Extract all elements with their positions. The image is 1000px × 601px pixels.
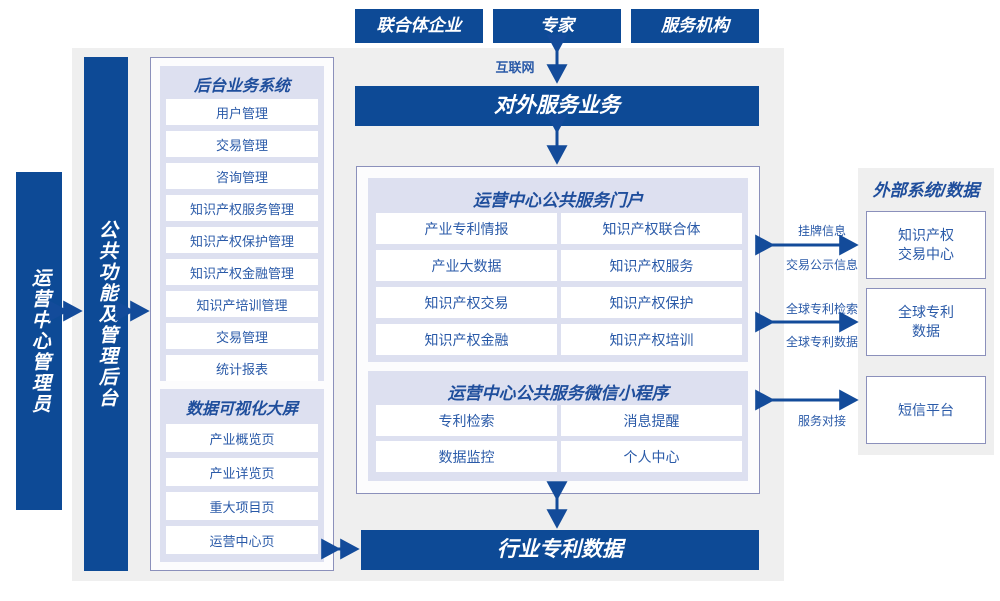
panel-title-text: 数据可视化大屏 bbox=[185, 401, 298, 418]
cell-label: 交易管理 bbox=[215, 329, 268, 345]
backend-item-consultation-management[interactable]: 咨询管理 bbox=[166, 163, 318, 189]
cell-label: 知识产权联合体 bbox=[602, 220, 701, 237]
backend-item-ip-protection-management[interactable]: 知识产权保护管理 bbox=[166, 227, 318, 253]
cell-label: 知识产权金融管理 bbox=[189, 265, 294, 281]
cell-label: 用户管理 bbox=[215, 105, 268, 121]
portal-item-ip-service[interactable]: 知识产权服务 bbox=[561, 250, 742, 281]
external-service-label: 对外服务业务 bbox=[494, 93, 620, 117]
ext-label: 全球专利数据 bbox=[898, 304, 954, 339]
cell-label: 知识产权保护管理 bbox=[189, 233, 294, 249]
flow-label-listing-info: 挂牌信息 bbox=[780, 222, 864, 239]
panel-title-text: 运营中心公共服务微信小程序 bbox=[447, 384, 669, 403]
portal-item-industry-patent-intelligence[interactable]: 产业专利情报 bbox=[376, 213, 557, 244]
cell-label: 知识产权保护 bbox=[609, 294, 694, 311]
portal-item-ip-finance[interactable]: 知识产权金融 bbox=[376, 324, 557, 355]
cell-label: 重大项目页 bbox=[209, 499, 275, 515]
portal-item-ip-transaction[interactable]: 知识产权交易 bbox=[376, 287, 557, 318]
cell-label: 产业概览页 bbox=[209, 431, 275, 447]
external-system-sms-platform[interactable]: 短信平台 bbox=[866, 376, 986, 444]
cell-label: 运营中心页 bbox=[209, 533, 275, 549]
flow-label-global-patent-search: 全球专利检索 bbox=[774, 300, 870, 317]
public-portal-title: 运营中心公共服务门户 bbox=[368, 178, 748, 211]
cell-label: 知识产权金融 bbox=[424, 331, 509, 348]
cell-label: 产业专利情报 bbox=[424, 220, 509, 237]
external-systems-title-text: 外部系统/数据 bbox=[872, 181, 980, 200]
backend-item-ip-service-management[interactable]: 知识产权服务管理 bbox=[166, 195, 318, 221]
cell-label: 产业大数据 bbox=[431, 257, 502, 274]
cell-label: 消息提醒 bbox=[623, 412, 680, 429]
miniprogram-item-message-alert[interactable]: 消息提醒 bbox=[561, 405, 742, 436]
panel-title-text: 后台业务系统 bbox=[193, 78, 290, 95]
cell-label: 知识产权交易 bbox=[424, 294, 509, 311]
internet-label-text: 互联网 bbox=[495, 60, 535, 75]
role-label: 公共功能及管理后台 bbox=[95, 219, 117, 409]
actor-expert[interactable]: 专家 bbox=[493, 9, 621, 43]
flow-label-text: 全球专利数据 bbox=[785, 335, 858, 349]
cell-label: 咨询管理 bbox=[215, 169, 268, 185]
backend-item-transaction-management[interactable]: 交易管理 bbox=[166, 131, 318, 157]
portal-item-ip-consortium[interactable]: 知识产权联合体 bbox=[561, 213, 742, 244]
visualization-item-industry-detail[interactable]: 产业详览页 bbox=[166, 458, 318, 486]
internet-connector-label: 互联网 bbox=[487, 57, 543, 76]
flow-label-text: 服务对接 bbox=[797, 414, 846, 428]
backend-business-system-title: 后台业务系统 bbox=[160, 66, 324, 96]
flow-label-service-docking: 服务对接 bbox=[782, 412, 862, 429]
data-visualization-title: 数据可视化大屏 bbox=[160, 389, 324, 419]
role-operations-center-admin[interactable]: 运营中心管理员 bbox=[16, 172, 62, 510]
portal-item-ip-training[interactable]: 知识产权培训 bbox=[561, 324, 742, 355]
actor-service-agency[interactable]: 服务机构 bbox=[631, 9, 759, 43]
flow-label-text: 全球专利检索 bbox=[785, 302, 858, 316]
ext-label: 短信平台 bbox=[898, 401, 954, 418]
cell-label: 知识产权服务管理 bbox=[189, 201, 294, 217]
actor-label: 联合体企业 bbox=[376, 16, 462, 36]
panel-title-text: 运营中心公共服务门户 bbox=[473, 191, 643, 210]
backend-item-statistical-reports[interactable]: 统计报表 bbox=[166, 355, 318, 381]
portal-item-ip-protection[interactable]: 知识产权保护 bbox=[561, 287, 742, 318]
wechat-miniprogram-title: 运营中心公共服务微信小程序 bbox=[368, 371, 748, 404]
external-systems-title: 外部系统/数据 bbox=[858, 176, 994, 201]
flow-label-global-patent-data: 全球专利数据 bbox=[774, 333, 870, 350]
cell-label: 统计报表 bbox=[215, 361, 268, 377]
miniprogram-item-data-monitoring[interactable]: 数据监控 bbox=[376, 441, 557, 472]
miniprogram-item-patent-search[interactable]: 专利检索 bbox=[376, 405, 557, 436]
visualization-item-industry-overview[interactable]: 产业概览页 bbox=[166, 424, 318, 452]
flow-label-text: 挂牌信息 bbox=[797, 224, 846, 238]
cell-label: 知识产权服务 bbox=[609, 257, 694, 274]
flow-label-transaction-disclosure: 交易公示信息 bbox=[774, 256, 870, 273]
cell-label: 数据监控 bbox=[438, 448, 495, 465]
portal-item-industry-big-data[interactable]: 产业大数据 bbox=[376, 250, 557, 281]
backend-item-transaction-management-2[interactable]: 交易管理 bbox=[166, 323, 318, 349]
role-common-functions-backend[interactable]: 公共功能及管理后台 bbox=[84, 57, 128, 571]
backend-item-ip-finance-management[interactable]: 知识产权金融管理 bbox=[166, 259, 318, 285]
industry-patent-data-bar[interactable]: 行业专利数据 bbox=[361, 530, 759, 570]
role-label: 运营中心管理员 bbox=[28, 267, 50, 415]
cell-label: 知识产权培训 bbox=[609, 331, 694, 348]
actor-label: 服务机构 bbox=[661, 16, 729, 36]
flow-label-text: 交易公示信息 bbox=[785, 258, 858, 272]
ext-label: 知识产权交易中心 bbox=[898, 227, 954, 262]
external-system-global-patent-data[interactable]: 全球专利数据 bbox=[866, 288, 986, 356]
actor-label: 专家 bbox=[540, 16, 574, 36]
cell-label: 个人中心 bbox=[623, 448, 680, 465]
cell-label: 交易管理 bbox=[215, 137, 268, 153]
visualization-item-operations-center[interactable]: 运营中心页 bbox=[166, 526, 318, 554]
cell-label: 知识产培训管理 bbox=[196, 297, 288, 313]
cell-label: 产业详览页 bbox=[209, 465, 275, 481]
external-system-ip-trading-center[interactable]: 知识产权交易中心 bbox=[866, 211, 986, 279]
actor-consortium-enterprise[interactable]: 联合体企业 bbox=[355, 9, 483, 43]
backend-item-ip-training-management[interactable]: 知识产培训管理 bbox=[166, 291, 318, 317]
backend-item-user-management[interactable]: 用户管理 bbox=[166, 99, 318, 125]
visualization-item-major-projects[interactable]: 重大项目页 bbox=[166, 492, 318, 520]
cell-label: 专利检索 bbox=[438, 412, 495, 429]
miniprogram-item-personal-center[interactable]: 个人中心 bbox=[561, 441, 742, 472]
industry-patent-data-label: 行业专利数据 bbox=[497, 537, 623, 561]
external-service-business-bar[interactable]: 对外服务业务 bbox=[355, 86, 759, 126]
